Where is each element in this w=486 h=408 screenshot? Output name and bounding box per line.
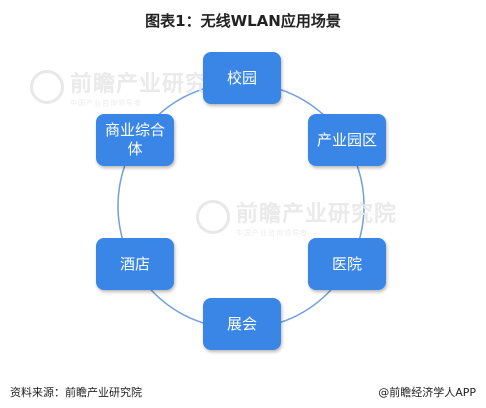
watermark-logo-icon — [196, 200, 230, 234]
watermark-brand: 前瞻产业研究院 — [236, 202, 398, 227]
watermark-sub: 中国产业咨询领导者 — [70, 99, 142, 107]
node-exhibition: 展会 — [203, 298, 281, 350]
node-commercial-complex: 商业综合体 — [96, 114, 174, 166]
watermark-top-left: 前瞻产业研究院 中国产业咨询领导者 — [30, 66, 231, 108]
watermark-center: 前瞻产业研究院 中国产业咨询领导者 — [196, 196, 397, 238]
source-note: 资料来源：前瞻产业研究院 — [10, 386, 142, 399]
credit-note: @前瞻经济学人APP — [378, 386, 476, 399]
footer: 资料来源：前瞻产业研究院 @前瞻经济学人APP — [0, 384, 486, 400]
node-hotel: 酒店 — [96, 238, 174, 290]
watermark-sub: 中国产业咨询领导者 — [236, 229, 308, 237]
node-campus: 校园 — [203, 52, 281, 104]
node-hospital: 医院 — [308, 238, 386, 290]
watermark-logo-icon — [30, 70, 64, 104]
node-industrial-park: 产业园区 — [308, 114, 386, 166]
diagram-title: 图表1：无线WLAN应用场景 — [145, 12, 341, 30]
